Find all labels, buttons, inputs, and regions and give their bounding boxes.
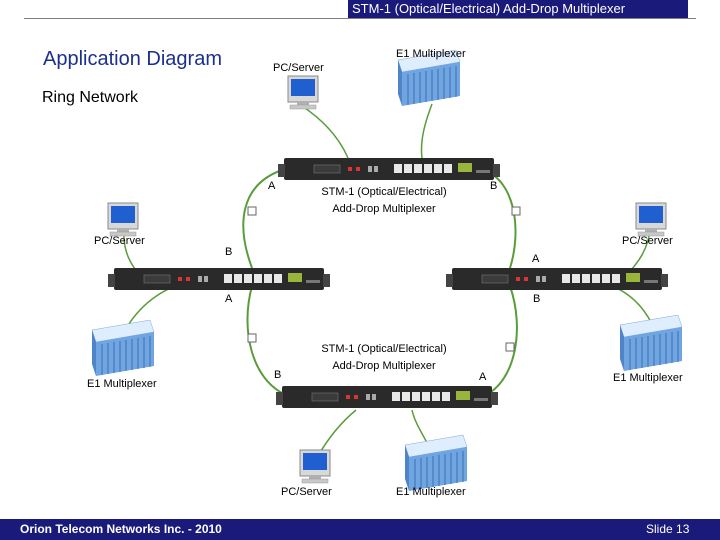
pc-right-monitor-icon — [635, 202, 667, 237]
pc-left-monitor-icon — [107, 202, 139, 237]
header-fill — [348, 0, 688, 18]
ring-link-bottom-right — [485, 285, 518, 396]
label-e1-top: E1 Multiplexer — [396, 48, 466, 60]
label-adm-bottom-line2: Add-Drop Multiplexer — [332, 360, 436, 372]
label-pc-bottom: PC/Server — [281, 486, 332, 498]
port-label-left-b: B — [225, 246, 233, 258]
label-adm-bottom-line1: STM-1 (Optical/Electrical) — [321, 343, 447, 355]
label-e1-bottom: E1 Multiplexer — [396, 486, 466, 498]
adm-node-bottom-icon — [275, 385, 499, 409]
subtitle: Ring Network — [42, 89, 139, 106]
footer-bar — [0, 519, 720, 540]
ring-link-top-left — [242, 169, 283, 269]
header-title: STM-1 (Optical/Electrical) Add-Drop Mult… — [352, 1, 626, 16]
port-label-top-b: B — [490, 180, 498, 192]
label-adm-top-line2: Add-Drop Multiplexer — [332, 203, 436, 215]
port-label-top-a: A — [268, 180, 276, 192]
ring-link-bottom-left — [246, 285, 287, 396]
e1-left-icon — [91, 319, 155, 377]
footer-slide-number: Slide 13 — [646, 522, 690, 536]
e1-bottom-icon — [404, 434, 468, 492]
port-label-bottom-b: B — [274, 369, 282, 381]
link-pc-top — [301, 105, 349, 159]
port-label-right-b: B — [533, 293, 541, 305]
ring-link-top-right — [482, 169, 517, 269]
link-e1-top — [420, 103, 433, 159]
port-label-right-a: A — [532, 253, 540, 265]
pc-top-monitor-icon — [287, 75, 319, 110]
adm-node-top-icon — [277, 157, 501, 181]
header-bar — [0, 0, 720, 20]
adm-node-right-icon — [445, 267, 669, 291]
e1-right-icon — [619, 314, 683, 372]
page-title: Application Diagram — [43, 48, 222, 70]
adm-node-left-icon — [107, 267, 331, 291]
footer-company: Orion Telecom Networks Inc. - 2010 — [20, 522, 222, 536]
port-label-left-a: A — [225, 293, 233, 305]
label-e1-left: E1 Multiplexer — [87, 378, 157, 390]
label-adm-top-line1: STM-1 (Optical/Electrical) — [321, 186, 447, 198]
port-label-bottom-a: A — [479, 371, 487, 383]
header-rule — [24, 18, 696, 19]
label-pc-left: PC/Server — [94, 235, 145, 247]
label-pc-top: PC/Server — [273, 62, 324, 74]
label-e1-right: E1 Multiplexer — [613, 372, 683, 384]
link-pc-bottom — [317, 409, 357, 457]
pc-bottom-monitor-icon — [299, 449, 331, 484]
label-pc-right: PC/Server — [622, 235, 673, 247]
port-dots — [247, 206, 521, 352]
